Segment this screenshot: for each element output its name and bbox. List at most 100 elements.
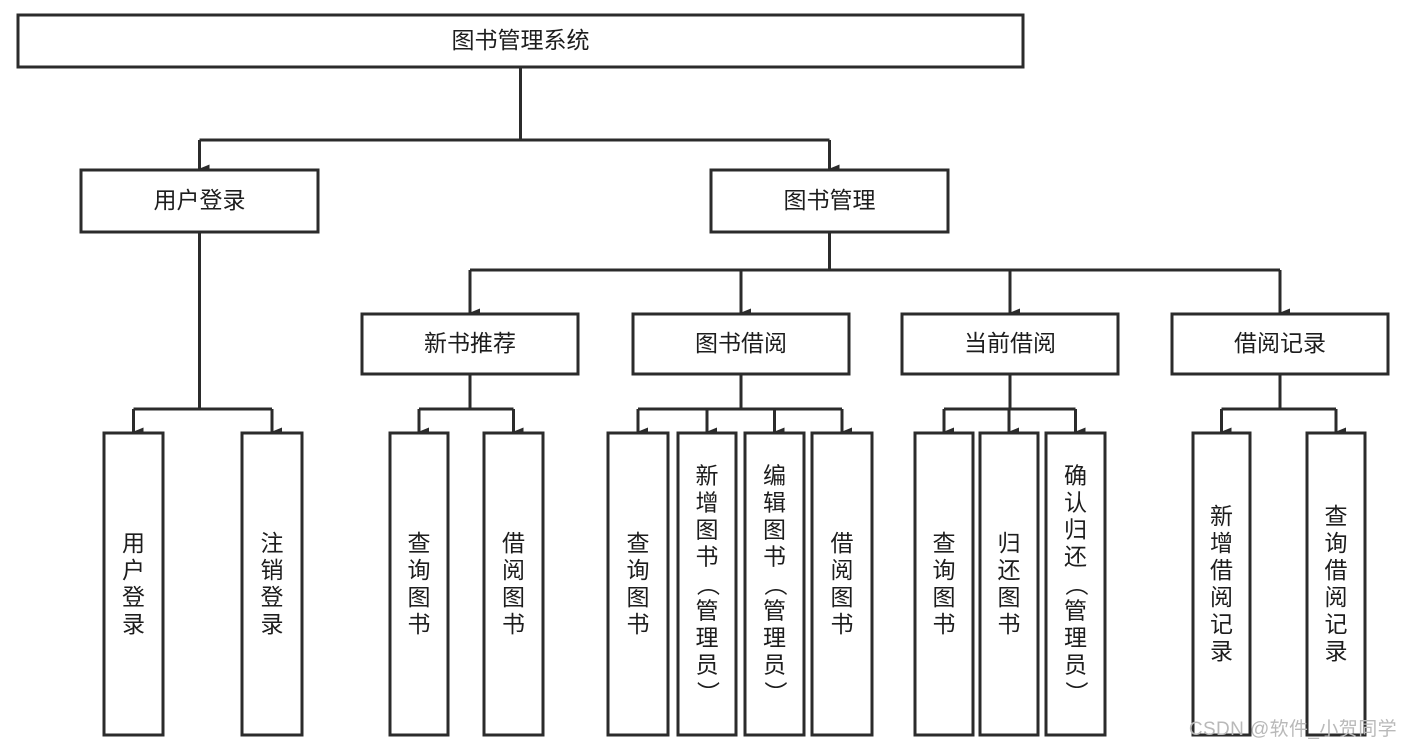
node-l2-0-label: 用户登录: [154, 187, 246, 213]
svg-text:询: 询: [627, 557, 650, 583]
svg-text:）: ）: [1064, 681, 1090, 704]
svg-text:询: 询: [933, 557, 956, 583]
node-root-system-label: 图书管理系统: [452, 27, 590, 53]
node-l2-1[interactable]: 图书管理: [709, 168, 950, 234]
svg-text:阅: 阅: [502, 557, 525, 583]
svg-text:借: 借: [1210, 557, 1233, 583]
node-leaf-10-rect: [1044, 431, 1107, 737]
svg-text:注: 注: [261, 530, 284, 556]
svg-text:编: 编: [763, 463, 786, 489]
svg-text:查: 查: [1325, 503, 1348, 529]
node-l3-0-label: 新书推荐: [424, 330, 516, 356]
svg-text:询: 询: [1325, 530, 1348, 556]
svg-text:图: 图: [502, 584, 525, 610]
svg-text:增: 增: [696, 490, 719, 516]
svg-text:）: ）: [695, 681, 721, 704]
svg-text:增: 增: [1210, 530, 1233, 556]
node-leaf-3-rect: [482, 431, 545, 737]
svg-text:借: 借: [502, 530, 525, 556]
node-leaf-0[interactable]: 用户登录: [102, 431, 165, 737]
svg-text:书: 书: [408, 611, 431, 637]
svg-text:图: 图: [763, 517, 786, 543]
node-l3-0[interactable]: 新书推荐: [360, 312, 580, 376]
node-l3-0-rect: [360, 312, 580, 376]
node-leaf-4-rect: [606, 431, 670, 737]
node-l3-3[interactable]: 借阅记录: [1170, 312, 1390, 376]
svg-text:登: 登: [122, 584, 145, 610]
svg-text:登: 登: [261, 584, 284, 610]
svg-text:书: 书: [696, 544, 719, 570]
node-l2-0[interactable]: 用户登录: [79, 168, 320, 234]
svg-text:员: 员: [763, 652, 786, 678]
svg-text:理: 理: [763, 625, 786, 651]
svg-text:阅: 阅: [831, 557, 854, 583]
svg-text:记: 记: [1325, 611, 1348, 637]
node-l2-0-rect: [79, 168, 320, 234]
svg-text:书: 书: [998, 611, 1021, 637]
node-leaf-6-rect: [743, 431, 806, 737]
svg-text:借: 借: [1325, 557, 1348, 583]
node-l3-2-label: 当前借阅: [964, 330, 1056, 356]
svg-text:确: 确: [1064, 463, 1087, 489]
svg-text:查: 查: [933, 530, 956, 556]
svg-text:还: 还: [998, 557, 1021, 583]
node-l3-2[interactable]: 当前借阅: [900, 312, 1120, 376]
svg-text:（: （: [695, 573, 721, 596]
svg-text:）: ）: [763, 681, 789, 704]
svg-text:书: 书: [627, 611, 650, 637]
svg-text:理: 理: [696, 625, 719, 651]
svg-text:书: 书: [502, 611, 525, 637]
node-l3-1[interactable]: 图书借阅: [631, 312, 851, 376]
svg-text:销: 销: [261, 557, 284, 583]
svg-text:书: 书: [933, 611, 956, 637]
svg-text:理: 理: [1064, 625, 1087, 651]
node-l3-3-rect: [1170, 312, 1390, 376]
svg-text:户: 户: [122, 557, 145, 583]
svg-text:用: 用: [122, 530, 145, 556]
svg-text:归: 归: [998, 530, 1021, 556]
node-leaf-1-rect: [240, 431, 304, 737]
svg-text:录: 录: [122, 611, 145, 637]
svg-text:归: 归: [1064, 517, 1087, 543]
node-leaf-5-rect: [676, 431, 738, 737]
svg-text:新: 新: [696, 463, 719, 489]
node-l3-3-label: 借阅记录: [1234, 330, 1326, 356]
svg-text:新: 新: [1210, 503, 1233, 529]
node-l2-1-label: 图书管理: [784, 187, 876, 213]
svg-text:（: （: [763, 573, 789, 596]
svg-text:图: 图: [933, 584, 956, 610]
svg-text:录: 录: [1325, 638, 1348, 664]
svg-text:图: 图: [408, 584, 431, 610]
svg-text:查: 查: [627, 530, 650, 556]
svg-text:记: 记: [1210, 611, 1233, 637]
svg-text:（: （: [1064, 573, 1090, 596]
node-root-system[interactable]: 图书管理系统: [16, 13, 1025, 69]
svg-text:询: 询: [408, 557, 431, 583]
svg-text:图: 图: [998, 584, 1021, 610]
node-l3-1-rect: [631, 312, 851, 376]
